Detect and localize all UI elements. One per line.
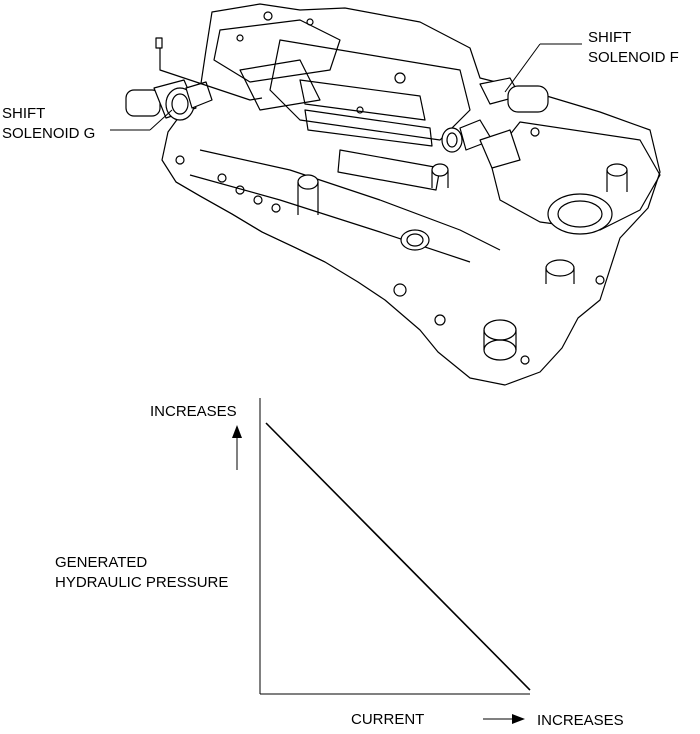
control-valve-body-illustration [125, 3, 661, 386]
solenoid-f-label-line2: SOLENOID F [588, 49, 679, 66]
solenoid-g-label: SHIFT SOLENOID G [2, 104, 95, 144]
x-axis-label: CURRENT [351, 711, 425, 728]
y-axis-label: GENERATED HYDRAULIC PRESSURE [55, 553, 228, 593]
up-arrow-icon [232, 425, 242, 438]
pressure-curve-line [265, 422, 531, 691]
solenoid-f-label: SHIFT SOLENOID F [588, 28, 679, 68]
y-axis-label-line1: GENERATED [55, 554, 148, 571]
y-axis-label-line2: HYDRAULIC PRESSURE [55, 574, 229, 591]
solenoid-g-leader-line-2 [149, 109, 173, 131]
pressure-current-graph [232, 398, 531, 724]
solenoid-f-label-line1: SHIFT [588, 29, 632, 46]
solenoid-f-leader-line-2 [504, 43, 541, 93]
x-right-label: INCREASES [537, 712, 624, 729]
solenoid-g-label-line2: SOLENOID G [2, 125, 96, 142]
solenoid-g-label-line1: SHIFT [2, 105, 46, 122]
right-arrow-icon [512, 714, 525, 724]
y-top-label: INCREASES [150, 403, 237, 420]
